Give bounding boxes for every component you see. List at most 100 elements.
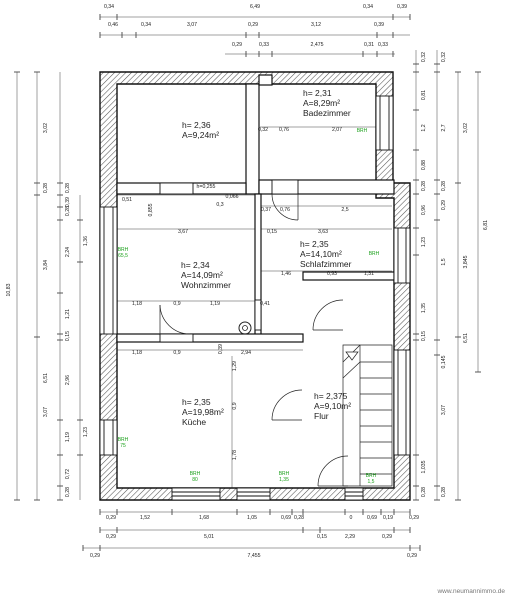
dimension-label-left: 0,39 (65, 197, 71, 207)
dimension-label-inner: 0,066 (226, 194, 239, 200)
dimension-label-right: 1,5 (441, 258, 447, 265)
room-badezimmer-line: A=8,29m² (303, 98, 340, 108)
dimension-label-left: 10,83 (6, 283, 12, 296)
dimension-label-top: 0,34 (141, 22, 151, 28)
brh-wohn-label: BRH (118, 247, 129, 253)
dimension-label-top: 0,33 (259, 42, 269, 48)
dimension-label-inner: 1,78 (232, 450, 238, 460)
dimension-label-right: 0,28 (421, 487, 427, 497)
room-kueche-line: h= 2,35 (182, 397, 211, 407)
dimension-label-top: 0,39 (374, 22, 384, 28)
dimension-label-inner: 1,31 (364, 271, 374, 277)
dimension-label-inner: 0,41 (260, 301, 270, 307)
dimension-label-bottom: 0,29 (106, 515, 116, 521)
staircase (342, 344, 393, 487)
dimension-label-inner: 0,39 (218, 344, 224, 354)
room-wohnzimmer-line: A=14,09m² (181, 270, 223, 280)
dimension-label-top: 0,31 (364, 42, 374, 48)
dimension-label-left: 2,96 (65, 375, 71, 385)
dimension-label-inner: 0,51 (122, 197, 132, 203)
dimension-label-inner: 0,32 (258, 127, 268, 133)
dimension-label-top: 0,39 (397, 4, 407, 10)
dimension-label-bottom: 1,68 (199, 515, 209, 521)
dimension-label-inner: 0,76 (280, 207, 290, 213)
dimension-label-bottom: 1,05 (247, 515, 257, 521)
dimension-label-bottom: 0,29 (106, 534, 116, 540)
dimension-label-right: 3,02 (463, 123, 469, 133)
brh-stair-label: 1,5 (368, 479, 375, 485)
dimension-label-bottom: 0,15 (317, 534, 327, 540)
dimension-label-right: 0,29 (441, 200, 447, 210)
brh-kueche-left-label: BRH (118, 437, 129, 443)
dimension-label-inner: 1,18 (132, 350, 142, 356)
dimension-label-inner: 0,93 (327, 271, 337, 277)
dimension-label-bottom: 0,29 (90, 553, 100, 559)
dimension-label-bottom: 0,69 (367, 515, 377, 521)
dimension-label-left: 6,51 (43, 373, 49, 383)
dimension-label-inner: 0,76 (279, 127, 289, 133)
dimension-label-right: 3,07 (441, 405, 447, 415)
dimension-label-right: 0,28 (421, 181, 427, 191)
dimension-label-inner: 1,19 (210, 301, 220, 307)
room-kueche-line: Küche (182, 417, 206, 427)
room-wohnzimmer-line: Wohnzimmer (181, 280, 231, 290)
dimension-label-right: 0,32 (441, 52, 447, 62)
brh-stair-label: BRH (366, 473, 377, 479)
dimension-label-bottom: 0,28 (294, 515, 304, 521)
room-kueche-line: A=19,98m² (182, 407, 224, 417)
dimension-label-top: 3,12 (311, 22, 321, 28)
dimension-label-right: 6,81 (483, 220, 489, 230)
dimension-label-top: 6,49 (250, 4, 260, 10)
dimension-label-inner: 1,18 (132, 301, 142, 307)
brh-flur-bottom-label: 1,35 (279, 477, 289, 483)
dimension-label-top: 0,33 (378, 42, 388, 48)
dimension-label-right: 0,28 (441, 181, 447, 191)
dimension-label-left: 0,28 (43, 183, 49, 193)
dimension-label-bottom: 0,29 (409, 515, 419, 521)
dimension-label-right: 2,7 (441, 124, 447, 131)
dimension-label-inner: 2,07 (332, 127, 342, 133)
room-schlafzimmer-line: h= 2,35 (300, 239, 329, 249)
dimension-label-right: 0,28 (441, 487, 447, 497)
dimension-label-bottom: 0,19 (383, 515, 393, 521)
dimension-label-bottom: 7,455 (248, 553, 261, 559)
dimension-label-inner: 3,63 (318, 229, 328, 235)
room-schlafzimmer-line: A=14,10m² (300, 249, 342, 259)
dimension-label-inner: 2,5 (341, 207, 348, 213)
dimension-label-bottom: 0,29 (407, 553, 417, 559)
room-1-line: A=9,24m² (182, 130, 219, 140)
dimension-label-left: 1,23 (83, 427, 89, 437)
dimension-label-bottom: 0,29 (382, 534, 392, 540)
dimension-label-left: 0,28 (65, 487, 71, 497)
dimension-label-top: 0,46 (108, 22, 118, 28)
dimension-label-inner: 3,67 (178, 229, 188, 235)
dimension-label-inner: 0,15 (267, 229, 277, 235)
dimension-label-right: 0,32 (421, 52, 427, 62)
room-1-line: h= 2,36 (182, 120, 211, 130)
brh-wohn-label: 65,5 (118, 253, 128, 259)
dimension-label-bottom: 0,69 (281, 515, 291, 521)
dimension-label-top: 0,34 (104, 4, 114, 10)
dimension-label-top: 0,29 (232, 42, 242, 48)
brh-kueche-bottom-label: BRH (190, 471, 201, 477)
dimension-label-right: 1,35 (421, 303, 427, 313)
dimension-label-inner: 0,3 (216, 202, 223, 208)
dimension-label-right: 0,88 (421, 160, 427, 170)
room-wohnzimmer-line: h= 2,34 (181, 260, 210, 270)
brh-schlaf-label: BRH (369, 251, 380, 257)
dimension-label-left: 1,36 (83, 236, 89, 246)
dimension-label-left: 0,28 (65, 206, 71, 216)
room-flur-line: A=9,10m² (314, 401, 351, 411)
dimension-label-top: 3,07 (187, 22, 197, 28)
dimension-label-left: 1,21 (65, 309, 71, 319)
dimension-label-inner: 0,37 (261, 207, 271, 213)
dimension-label-left: 0,72 (65, 469, 71, 479)
dimension-label-inner: 0,855 (148, 203, 154, 216)
dimension-label-right: 3,845 (463, 255, 469, 268)
room-schlafzimmer-line: Schlafzimmer (300, 259, 352, 269)
dimension-label-left: 3,02 (43, 123, 49, 133)
dimension-label-right: 1,035 (421, 460, 427, 473)
